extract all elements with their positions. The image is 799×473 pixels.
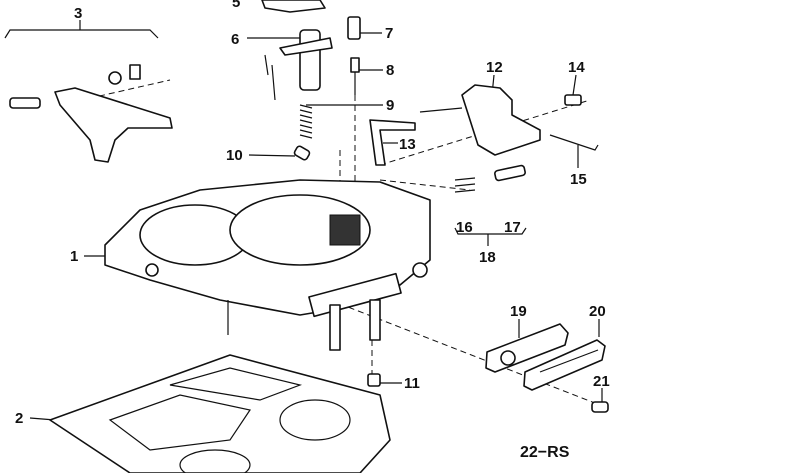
label-1: 1: [70, 248, 78, 265]
label-8: 8: [386, 62, 394, 79]
label-18: 18: [479, 249, 496, 266]
label-16: 16: [456, 219, 473, 236]
label-9: 9: [386, 97, 394, 114]
label-20: 20: [589, 303, 606, 320]
cover-plates: [485, 323, 609, 413]
label-14: 14: [568, 59, 585, 76]
label-7: 7: [385, 25, 393, 42]
label-19: 19: [510, 303, 527, 320]
diagram-code: 22−RS: [520, 444, 570, 461]
label-13: 13: [399, 136, 416, 153]
label-2: 2: [15, 410, 23, 427]
choke-assembly: [261, 0, 361, 161]
vacuum-unit: [369, 84, 599, 193]
gasket: [49, 354, 391, 473]
label-10: 10: [226, 147, 243, 164]
part-labels: 3 5 6 7 8 9 10 12 13 14 15 16 17 18 1 2 …: [15, 0, 610, 461]
label-15: 15: [570, 171, 587, 188]
label-6: 6: [231, 31, 239, 48]
label-21: 21: [593, 373, 610, 390]
label-3: 3: [74, 5, 82, 22]
leader-lines: [4, 20, 603, 421]
lever-assembly: [9, 64, 173, 163]
label-17: 17: [504, 219, 521, 236]
carburetor-body: [104, 179, 431, 387]
label-11: 11: [404, 375, 420, 392]
label-12: 12: [486, 59, 503, 76]
label-5: 5: [232, 0, 240, 11]
